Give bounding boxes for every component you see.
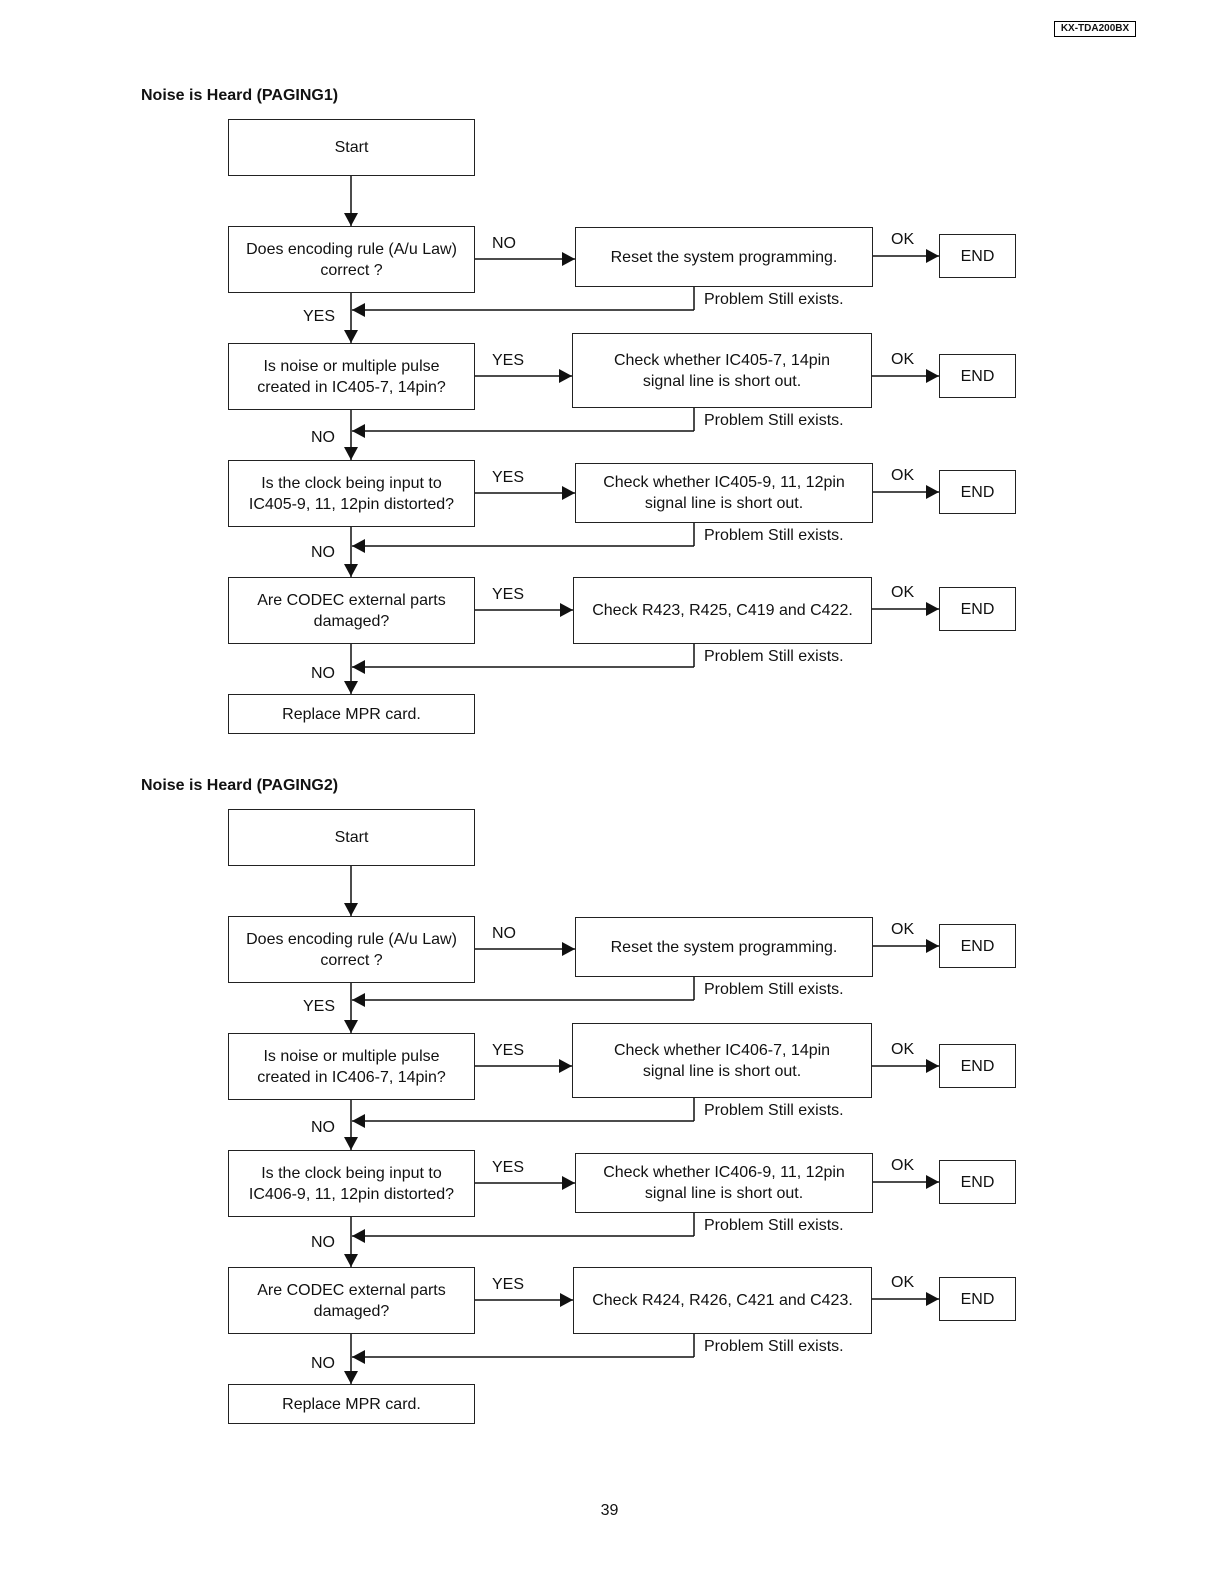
arrow-head [352, 424, 365, 438]
down-branch-label: NO [311, 665, 335, 682]
action-box: Check R423, R425, C419 and C422. [573, 577, 872, 644]
arrow-head [344, 213, 358, 226]
arrow-head [562, 486, 575, 500]
page-number: 39 [600, 1502, 619, 1519]
final-action-box: Replace MPR card. [228, 694, 475, 734]
action-box: Check whether IC405-9, 11, 12pin signal … [575, 463, 873, 523]
ok-label: OK [891, 467, 915, 484]
action-box: Check whether IC405-7, 14pin signal line… [572, 333, 872, 408]
flowchart-title: Noise is Heard (PAGING1) [141, 87, 339, 104]
arrow-head [352, 1350, 365, 1364]
problem-still-exists-label: Problem Still exists. [704, 981, 844, 998]
ok-label: OK [891, 921, 915, 938]
arrow-head [352, 993, 365, 1007]
end-box: END [939, 924, 1016, 968]
arrow-head [344, 1371, 358, 1384]
decision-box: Are CODEC external parts damaged? [228, 577, 475, 644]
arrow-head [344, 1254, 358, 1267]
decision-box: Are CODEC external parts damaged? [228, 1267, 475, 1334]
action-box: Check R424, R426, C421 and C423. [573, 1267, 872, 1334]
problem-still-exists-label: Problem Still exists. [704, 1217, 844, 1234]
ok-label: OK [891, 351, 915, 368]
arrow-head [926, 485, 939, 499]
down-branch-label: NO [311, 1355, 335, 1372]
action-box: Check whether IC406-9, 11, 12pin signal … [575, 1153, 873, 1213]
end-box: END [939, 1160, 1016, 1204]
arrow-head [562, 1176, 575, 1190]
problem-still-exists-label: Problem Still exists. [704, 1338, 844, 1355]
ok-label: OK [891, 1274, 915, 1291]
ok-label: OK [891, 584, 915, 601]
arrow-head [559, 1059, 572, 1073]
decision-box: Is the clock being input to IC405-9, 11,… [228, 460, 475, 527]
down-branch-label: YES [303, 308, 336, 325]
arrow-head [344, 447, 358, 460]
arrow-head [352, 1229, 365, 1243]
arrow-head [559, 369, 572, 383]
ok-label: OK [891, 231, 915, 248]
branch-label: YES [492, 469, 525, 486]
problem-still-exists-label: Problem Still exists. [704, 412, 844, 429]
branch-label: NO [492, 235, 516, 252]
end-box: END [939, 354, 1016, 398]
end-box: END [939, 1044, 1016, 1088]
arrow-head [926, 1059, 939, 1073]
end-box: END [939, 234, 1016, 278]
arrow-head [352, 660, 365, 674]
model-label: KX-TDA200BX [1054, 21, 1136, 37]
arrow-head [562, 942, 575, 956]
down-branch-label: NO [311, 429, 335, 446]
arrow-head [344, 681, 358, 694]
action-box: Reset the system programming. [575, 227, 873, 287]
ok-label: OK [891, 1041, 915, 1058]
arrow-head [926, 602, 939, 616]
end-box: END [939, 470, 1016, 514]
end-box: END [939, 587, 1016, 631]
arrow-head [926, 249, 939, 263]
arrow-head [926, 1292, 939, 1306]
arrow-head [926, 939, 939, 953]
arrow-head [926, 369, 939, 383]
decision-box: Is noise or multiple pulse created in IC… [228, 1033, 475, 1100]
arrow-head [926, 1175, 939, 1189]
arrow-head [560, 603, 573, 617]
flowchart-title: Noise is Heard (PAGING2) [141, 777, 339, 794]
ok-label: OK [891, 1157, 915, 1174]
arrow-head [344, 1020, 358, 1033]
down-branch-label: YES [303, 998, 336, 1015]
branch-label: YES [492, 352, 525, 369]
decision-box: Does encoding rule (A/u Law) correct ? [228, 916, 475, 983]
branch-label: YES [492, 1042, 525, 1059]
arrow-head [352, 1114, 365, 1128]
problem-still-exists-label: Problem Still exists. [704, 1102, 844, 1119]
problem-still-exists-label: Problem Still exists. [704, 527, 844, 544]
decision-box: Does encoding rule (A/u Law) correct ? [228, 226, 475, 293]
arrow-head [352, 303, 365, 317]
branch-label: YES [492, 1276, 525, 1293]
start-box: Start [228, 809, 475, 866]
final-action-box: Replace MPR card. [228, 1384, 475, 1424]
problem-still-exists-label: Problem Still exists. [704, 291, 844, 308]
down-branch-label: NO [311, 1234, 335, 1251]
down-branch-label: NO [311, 544, 335, 561]
start-box: Start [228, 119, 475, 176]
branch-label: YES [492, 1159, 525, 1176]
arrow-head [344, 564, 358, 577]
action-box: Reset the system programming. [575, 917, 873, 977]
end-box: END [939, 1277, 1016, 1321]
arrow-head [352, 539, 365, 553]
arrow-head [344, 903, 358, 916]
problem-still-exists-label: Problem Still exists. [704, 648, 844, 665]
action-box: Check whether IC406-7, 14pin signal line… [572, 1023, 872, 1098]
arrow-head [562, 252, 575, 266]
branch-label: YES [492, 586, 525, 603]
down-branch-label: NO [311, 1119, 335, 1136]
arrow-head [560, 1293, 573, 1307]
decision-box: Is the clock being input to IC406-9, 11,… [228, 1150, 475, 1217]
branch-label: NO [492, 925, 516, 942]
arrow-head [344, 1137, 358, 1150]
decision-box: Is noise or multiple pulse created in IC… [228, 343, 475, 410]
arrow-head [344, 330, 358, 343]
